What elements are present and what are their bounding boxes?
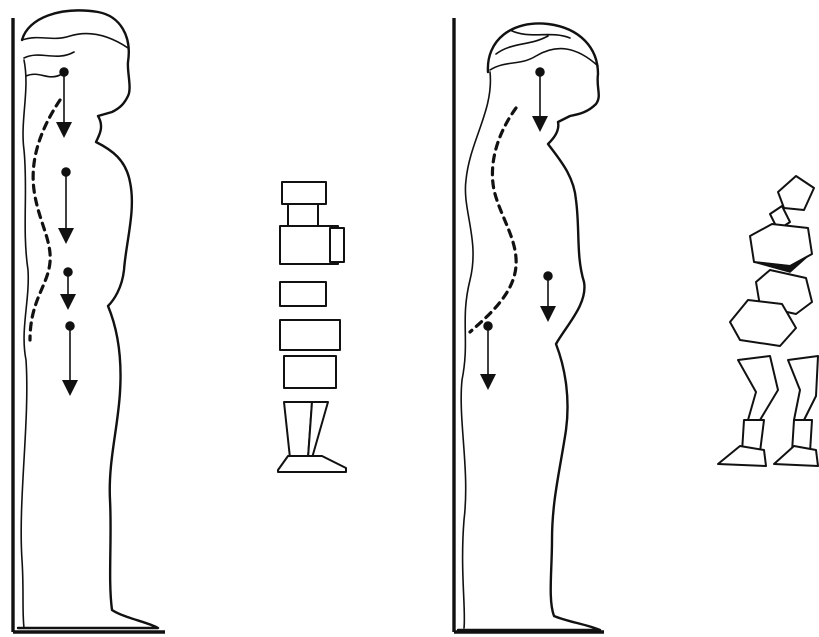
misaligned-blocks-model — [718, 176, 818, 466]
spine-curve-right — [470, 108, 516, 332]
spine-curve-left — [30, 100, 60, 340]
body-outline-left — [18, 10, 158, 628]
block-feet — [718, 446, 766, 466]
block-foot — [278, 456, 346, 472]
aligned-blocks-model — [278, 182, 346, 472]
block-pelvis — [280, 320, 340, 350]
back-outline-left — [21, 60, 28, 628]
block-abdomen — [280, 282, 326, 306]
gravity-markers-left — [60, 68, 74, 388]
block-thigh — [284, 356, 336, 388]
back-outline-right — [461, 72, 490, 628]
block-head — [778, 176, 814, 210]
hair-left — [22, 34, 128, 77]
hair-right — [490, 30, 598, 70]
poor-posture-figure — [454, 18, 604, 632]
good-posture-figure — [13, 10, 165, 632]
gravity-markers-right — [484, 68, 552, 382]
block-head — [282, 182, 326, 204]
body-outline-right — [458, 23, 600, 630]
block-legs — [738, 356, 778, 420]
